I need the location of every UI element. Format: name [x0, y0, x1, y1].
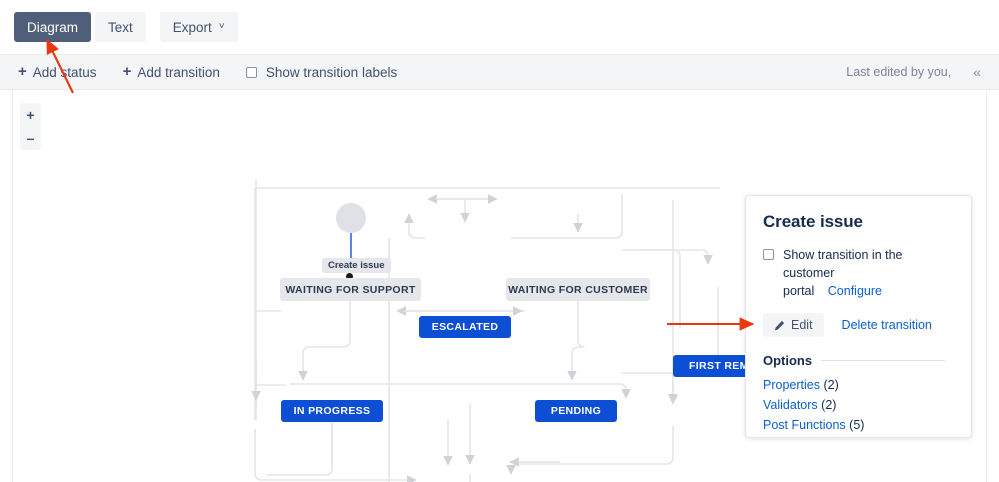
- checkbox-icon[interactable]: [245, 66, 257, 78]
- options-heading: Options: [763, 353, 954, 368]
- show-transition-labels-checkbox[interactable]: Show transition labels: [245, 64, 398, 80]
- properties-link[interactable]: Properties: [763, 378, 820, 392]
- workflow-canvas[interactable]: + –: [0, 90, 999, 482]
- zoom-in-button[interactable]: +: [26, 106, 35, 123]
- transition-label-create-issue[interactable]: Create issue: [322, 258, 391, 273]
- post-functions-count: (5): [849, 418, 865, 432]
- add-status-button[interactable]: + Add status: [18, 62, 97, 80]
- validators-count: (2): [821, 398, 837, 412]
- tab-text[interactable]: Text: [95, 12, 146, 42]
- tab-diagram-label: Diagram: [27, 19, 79, 35]
- transition-details-panel: Create issue Show transition in the cust…: [745, 195, 972, 438]
- status-node-waiting-for-support[interactable]: WAITING FOR SUPPORT: [280, 278, 421, 301]
- add-status-label: Add status: [32, 64, 97, 80]
- delete-transition-link[interactable]: Delete transition: [841, 318, 932, 332]
- zoom-out-button[interactable]: –: [26, 130, 35, 147]
- option-validators: Validators (2): [763, 395, 954, 415]
- validators-link[interactable]: Validators: [763, 398, 818, 412]
- post-functions-link[interactable]: Post Functions: [763, 418, 846, 432]
- diagram-toolbar: + Add status + Add transition Show trans…: [0, 55, 999, 90]
- show-in-portal-label-cont: portal: [783, 284, 815, 298]
- last-edited-text: Last edited by you,: [846, 65, 952, 79]
- option-post-functions: Post Functions (5): [763, 415, 954, 435]
- panel-action-row: Edit Delete transition: [763, 313, 954, 337]
- view-tab-bar: Diagram Text Export ˅: [0, 0, 999, 55]
- panel-title: Create issue: [763, 212, 863, 231]
- configure-link[interactable]: Configure: [827, 284, 882, 298]
- properties-count: (2): [823, 378, 839, 392]
- status-node-escalated[interactable]: ESCALATED: [419, 316, 511, 338]
- show-transition-labels-label: Show transition labels: [265, 64, 398, 80]
- status-node-label: IN PROGRESS: [293, 405, 371, 417]
- chevron-down-icon: ˅: [218, 20, 225, 32]
- start-connector: [350, 233, 352, 266]
- chevron-up-icon[interactable]: «: [973, 64, 981, 80]
- last-edited-info: Last edited by you, «: [846, 65, 981, 79]
- edit-button-label: Edit: [791, 318, 813, 332]
- show-in-portal-label: Show transition in the customer: [783, 248, 903, 280]
- options-heading-label: Options: [763, 353, 813, 368]
- status-node-label: FIRST REMI: [689, 360, 752, 372]
- export-label: Export: [172, 19, 212, 35]
- show-in-portal-label-wrap: portal Configure: [783, 282, 954, 300]
- transition-endpoint-dot: [346, 273, 353, 280]
- plus-icon: +: [18, 62, 27, 80]
- options-list: Properties (2) Validators (2) Post Funct…: [763, 375, 954, 435]
- checkbox-icon[interactable]: [763, 249, 774, 260]
- status-node-label: ESCALATED: [431, 321, 499, 333]
- canvas-right-border: [986, 90, 987, 482]
- start-node[interactable]: [336, 203, 366, 233]
- status-node-label: PENDING: [550, 405, 602, 417]
- zoom-controls: + –: [20, 103, 41, 150]
- tab-text-label: Text: [108, 19, 133, 35]
- edit-button[interactable]: Edit: [763, 313, 824, 337]
- status-node-pending[interactable]: PENDING: [535, 400, 617, 422]
- add-transition-button[interactable]: + Add transition: [122, 62, 220, 80]
- show-in-portal-checkbox[interactable]: Show transition in the customer: [763, 246, 954, 282]
- status-node-label: WAITING FOR SUPPORT: [285, 283, 416, 296]
- tab-diagram[interactable]: Diagram: [14, 12, 92, 42]
- status-node-label: WAITING FOR CUSTOMER: [508, 283, 648, 296]
- add-transition-label: Add transition: [137, 64, 220, 80]
- canvas-left-border: [12, 90, 13, 482]
- divider: [821, 360, 945, 361]
- option-properties: Properties (2): [763, 375, 954, 395]
- status-node-in-progress[interactable]: IN PROGRESS: [281, 400, 383, 422]
- plus-icon: +: [122, 62, 132, 80]
- status-node-first-reminder[interactable]: FIRST REMI: [673, 355, 763, 377]
- export-dropdown[interactable]: Export ˅: [159, 12, 238, 42]
- pencil-icon: [774, 320, 785, 331]
- status-node-waiting-for-customer[interactable]: WAITING FOR CUSTOMER: [506, 278, 650, 301]
